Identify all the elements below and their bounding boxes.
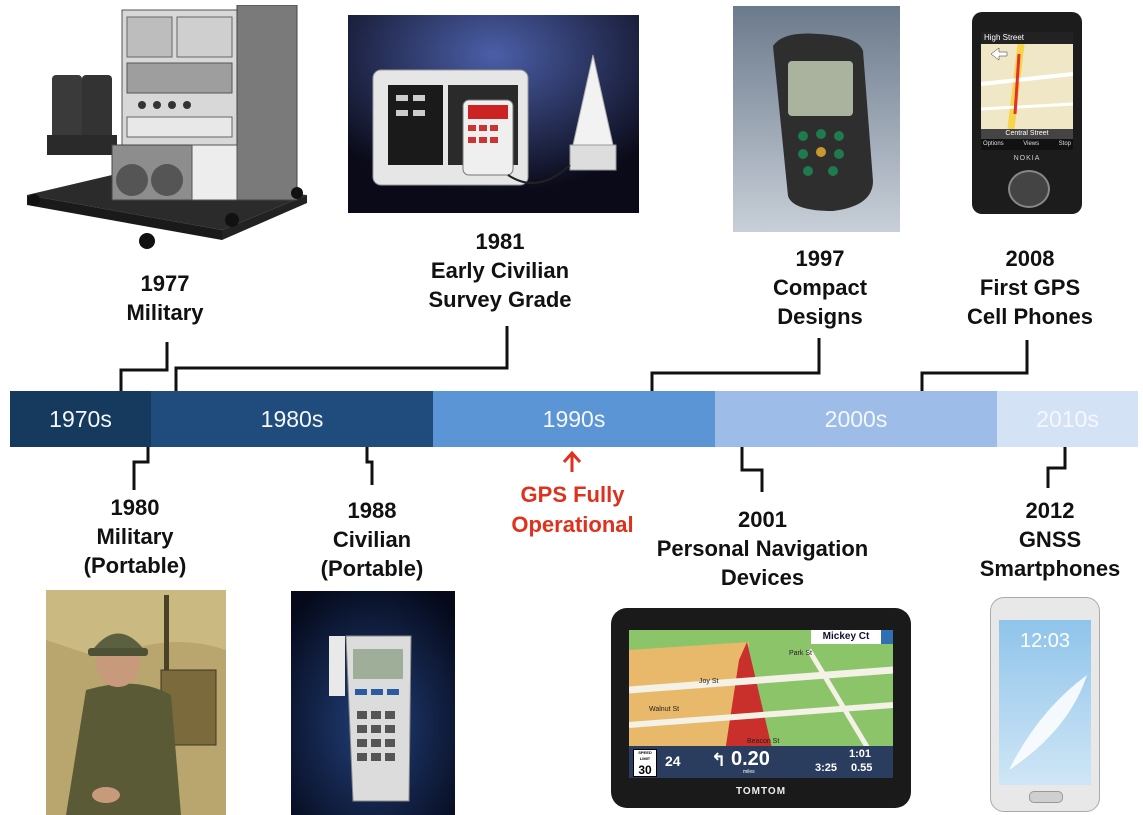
tomtom-time: 1:01 <box>849 748 872 760</box>
tomtom-road-beacon: Beacon St <box>747 738 780 745</box>
gps-operational-line-2: Operational <box>511 512 634 537</box>
milestone-1977-year: 1977 <box>140 271 190 296</box>
milestone-2012-desc-2: Smartphones <box>979 556 1121 581</box>
milestone-1988-desc-2: (Portable) <box>320 556 424 581</box>
milestone-1997-desc-2: Designs <box>777 304 863 329</box>
gps-fully-operational-label: GPS Fully Operational <box>480 480 665 540</box>
tomtom-road-park: Park St <box>789 650 812 657</box>
nokia-street-top: High Street <box>981 32 1073 44</box>
milestone-2001-desc-1: Personal Navigation <box>656 536 869 561</box>
milestone-2008-desc-2: Cell Phones <box>967 304 1093 329</box>
nokia-softkey-stop: Stop <box>1058 141 1071 147</box>
milestone-1981-desc-1: Early Civilian <box>430 258 570 283</box>
photo-2001-tomtom-pnd: Mickey Ct Park St Joy St Walnut St Beaco… <box>611 608 911 808</box>
decade-1980s: 1980s <box>151 391 433 447</box>
photo-1997-compact-handheld <box>733 6 900 232</box>
milestone-1980-desc-2: (Portable) <box>83 553 187 578</box>
nokia-navkey-icon <box>1008 170 1050 208</box>
decade-1990s: 1990s <box>433 391 715 447</box>
decade-1970s-label: 1970s <box>49 405 112 432</box>
milestone-1980-year: 1980 <box>110 495 160 520</box>
decade-2000s: 2000s <box>715 391 997 447</box>
tomtom-speed-sign: SPEED LIMIT 30 <box>633 749 657 777</box>
photo-2008-nokia-phone: High Street Central Street Options Views… <box>972 12 1082 214</box>
milestone-2012-desc-1: GNSS <box>1018 527 1082 552</box>
milestone-1981-label: 1981 Early Civilian Survey Grade <box>400 227 600 314</box>
decade-1980s-label: 1980s <box>260 405 324 432</box>
milestone-1981-desc-2: Survey Grade <box>428 287 572 312</box>
milestone-2001-year: 2001 <box>738 507 787 532</box>
gps-operational-line-1: GPS Fully <box>520 482 625 507</box>
tomtom-eta: 3:25 <box>815 762 838 774</box>
connector-2001 <box>740 447 764 492</box>
gps-operational-arrow-icon <box>562 450 582 472</box>
tomtom-turn-left-icon: ↰ <box>711 750 727 770</box>
nokia-softkey-options: Options <box>983 141 1004 147</box>
milestone-1988-desc-1: Civilian <box>332 527 412 552</box>
tomtom-street-name: Mickey Ct <box>811 630 881 644</box>
connector-1988 <box>365 447 374 485</box>
connector-1980 <box>132 447 150 490</box>
connector-2012 <box>1046 447 1067 488</box>
connector-1977 <box>119 342 169 391</box>
milestone-2008-label: 2008 First GPS Cell Phones <box>955 244 1105 331</box>
photo-1981-survey-receiver <box>348 15 639 213</box>
nokia-softkey-views: Views <box>1023 141 1040 147</box>
decade-2010s: 2010s <box>997 391 1138 447</box>
milestone-2001-desc-2: Devices <box>720 565 805 590</box>
tomtom-road-joy: Joy St <box>699 678 719 685</box>
decade-2010s-label: 2010s <box>1036 405 1099 432</box>
milestone-1981-year: 1981 <box>475 229 525 254</box>
nokia-softkeys: Options Views Stop <box>981 139 1073 150</box>
milestone-2012-label: 2012 GNSS Smartphones <box>970 496 1130 583</box>
milestone-1997-desc-1: Compact <box>772 275 868 300</box>
milestone-1977-label: 1977 Military <box>90 269 240 327</box>
milestone-1988-label: 1988 Civilian (Portable) <box>297 496 447 583</box>
smartphone-screen: 12:03 <box>999 620 1091 785</box>
tomtom-speed-limit: 30 <box>638 763 652 777</box>
tomtom-screen: Mickey Ct Park St Joy St Walnut St Beaco… <box>629 630 893 778</box>
nokia-map <box>981 44 1073 129</box>
photo-1988-civilian-handheld <box>291 591 455 815</box>
tomtom-distance: 0.20 <box>731 748 770 770</box>
milestone-2001-label: 2001 Personal Navigation Devices <box>640 505 885 592</box>
milestone-1980-desc-1: Military <box>96 524 174 549</box>
milestone-1988-year: 1988 <box>347 498 397 523</box>
nokia-screen: High Street Central Street Options Views… <box>981 32 1073 150</box>
photo-1977-military-receiver <box>22 5 312 253</box>
tomtom-brand: TOMTOM <box>735 786 787 797</box>
nokia-brand: NOKIA <box>1013 155 1041 162</box>
connector-2008 <box>920 340 1029 391</box>
tomtom-distance-unit: miles <box>743 769 755 775</box>
milestone-1997-label: 1997 Compact Designs <box>745 244 895 331</box>
milestone-2012-year: 2012 <box>1025 498 1075 523</box>
tomtom-status-bar: SPEED LIMIT 30 24 ↰ 0.20 miles 1:01 3:25… <box>629 746 893 778</box>
connector-1981 <box>174 326 509 391</box>
tomtom-road-walnut: Walnut St <box>649 706 680 713</box>
decade-2000s-label: 2000s <box>824 405 888 432</box>
tomtom-current-speed: 24 <box>665 753 681 769</box>
decade-1970s: 1970s <box>10 391 151 447</box>
milestone-1977-desc: Military <box>126 300 204 325</box>
feather-icon <box>1009 675 1087 770</box>
milestone-1980-label: 1980 Military (Portable) <box>60 493 210 580</box>
nokia-street-bottom: Central Street <box>981 129 1073 139</box>
milestone-2008-desc-1: First GPS <box>979 275 1081 300</box>
decade-1990s-label: 1990s <box>542 405 606 432</box>
tomtom-speed-limit-label: SPEED LIMIT <box>638 750 652 761</box>
photo-1980-soldier-manpack <box>46 590 226 815</box>
photo-2012-smartphone: 12:03 <box>990 597 1100 812</box>
smartphone-home-button-icon <box>1029 791 1063 803</box>
smartphone-clock: 12:03 <box>1019 630 1071 652</box>
connector-1997 <box>650 338 821 391</box>
milestone-2008-year: 2008 <box>1005 246 1055 271</box>
tomtom-remaining: 0.55 <box>851 762 873 774</box>
milestone-1997-year: 1997 <box>795 246 845 271</box>
